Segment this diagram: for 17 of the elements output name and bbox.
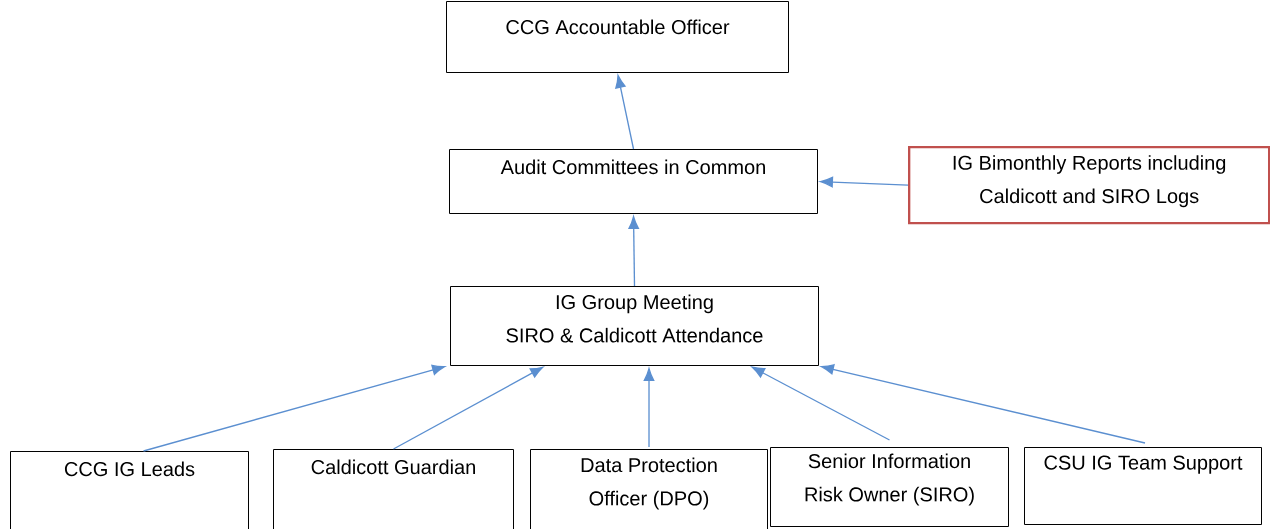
arrow	[643, 368, 655, 448]
org-box: CSU IG Team Support	[1024, 447, 1262, 525]
org-box: IG Group Meeting SIRO & Caldicott Attendance	[450, 286, 819, 366]
org-box: CCG Accountable Officer	[446, 1, 789, 73]
arrow	[820, 364, 1146, 444]
arrow	[615, 74, 635, 150]
arrow	[751, 366, 891, 441]
arrow	[628, 216, 640, 287]
org-box: Senior Information Risk Owner (SIRO)	[770, 447, 1009, 527]
arrow	[142, 364, 446, 452]
org-box: Data Protection Officer (DPO)	[530, 449, 768, 529]
org-box: Caldicott Guardian	[273, 449, 514, 529]
arrow	[392, 366, 544, 450]
org-box: CCG IG Leads	[10, 451, 249, 529]
arrow	[820, 176, 909, 188]
org-box: IG Bimonthly Reports including Caldicott and SIRO Logs	[908, 146, 1270, 225]
org-box: Audit Committees in Common	[449, 149, 818, 214]
